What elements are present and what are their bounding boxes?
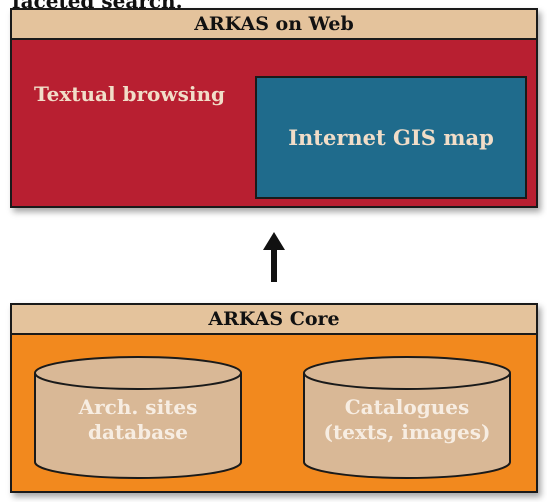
arch-sites-database-cylinder: Arch. sites database [33, 355, 243, 480]
arch-sites-line1: Arch. sites [78, 395, 198, 419]
catalogues-line1: Catalogues [344, 395, 470, 419]
internet-gis-map-label: Internet GIS map [288, 125, 494, 150]
arkas-web-title: ARKAS on Web [12, 10, 536, 40]
arkas-web-panel: ARKAS on Web Textual browsing Internet G… [10, 8, 538, 208]
internet-gis-map-box: Internet GIS map [255, 76, 527, 199]
textual-browsing-label: Textual browsing [34, 82, 225, 106]
catalogues-line2: (texts, images) [323, 420, 491, 444]
arkas-core-title: ARKAS Core [12, 305, 536, 335]
catalogues-cylinder: Catalogues (texts, images) [302, 355, 512, 480]
database-cylinder-icon [34, 356, 242, 479]
up-arrow-icon [263, 232, 285, 282]
catalogue-cylinder-icon [303, 356, 511, 479]
arch-sites-line2: database [87, 420, 189, 444]
